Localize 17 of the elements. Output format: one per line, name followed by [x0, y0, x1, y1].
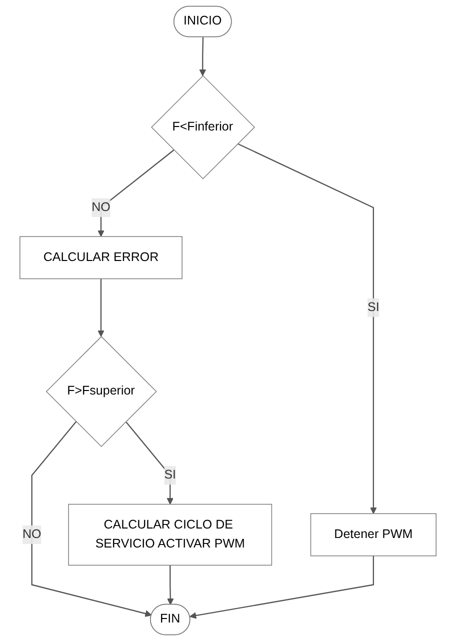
arrow [237, 143, 377, 514]
arrow [190, 556, 374, 619]
arrow [199, 37, 206, 76]
node-diamond: F<Finferior [151, 75, 256, 180]
node-box: CALCULAR ERROR [20, 236, 182, 280]
arrow [125, 421, 174, 505]
node-box: Detener PWM [310, 513, 436, 556]
arrow [98, 278, 104, 337]
edge-label: SI [368, 300, 380, 314]
node-diamond: F>Fsuperior [46, 336, 157, 448]
node-box: CALCULAR CICLO DE SERVICIO ACTIVAR PWM [68, 504, 272, 566]
edge-label: NO [92, 200, 110, 214]
arrow [31, 421, 152, 617]
edge-label: SI [164, 468, 176, 482]
edge-label: NO [22, 528, 42, 541]
arrow [98, 150, 174, 237]
arrow [166, 565, 174, 605]
